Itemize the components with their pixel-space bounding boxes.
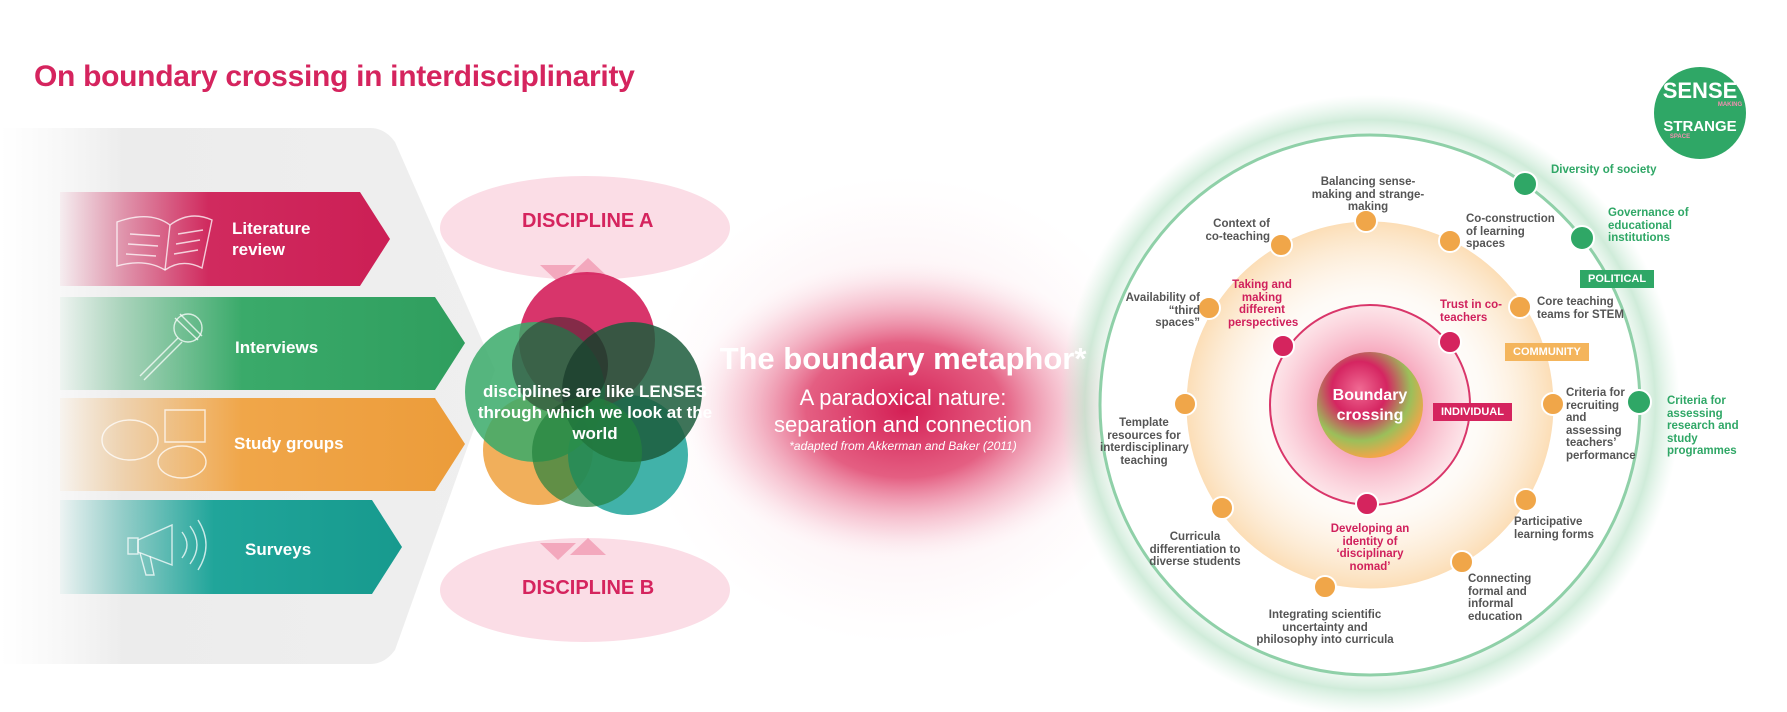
individual-dots [1271, 330, 1462, 516]
community-item: Curricula differentiation to diverse stu… [1149, 531, 1241, 568]
community-item: Balancing sense-making and strange-makin… [1311, 176, 1425, 213]
political-item: Diversity of society [1551, 164, 1657, 176]
logo-top-text: SENSE [1662, 78, 1738, 103]
metaphor-subtitle-line1: A paradoxical nature: [799, 385, 1007, 410]
lenses-text: disciplines are like LENSES through whic… [477, 382, 713, 443]
community-item: Availability of “third spaces” [1125, 292, 1200, 329]
political-item: Criteria for assessing research and stud… [1667, 395, 1739, 457]
method-label-surveys: Surveys [245, 540, 312, 559]
community-item: Template resources for interdisciplinary… [1100, 417, 1189, 467]
political-item: Governance of educational institutions [1608, 207, 1689, 244]
page-title: On boundary crossing in interdisciplinar… [34, 60, 635, 93]
individual-item: Developing an identity of ‘disciplinary … [1330, 523, 1410, 573]
arrow-down-icon [540, 543, 576, 560]
community-item: Context of co-teaching [1205, 218, 1270, 243]
community-item: Integrating scientific uncertainty and p… [1256, 609, 1394, 646]
metaphor-subtitle-line2: separation and connection [773, 412, 1033, 437]
political-dots [1512, 171, 1652, 415]
logo-bottom-text: STRANGE [1663, 118, 1737, 135]
discipline-a-label: DISCIPLINE A [522, 210, 654, 232]
metaphor-title: The boundary metaphor* [719, 341, 1087, 376]
level-badge-political: POLITICAL [1580, 270, 1655, 288]
center-line1: Boundary [1332, 387, 1408, 404]
discipline-b-label: DISCIPLINE B [522, 577, 655, 599]
microphone-icon [139, 313, 203, 381]
megaphone-icon [127, 519, 207, 576]
metaphor-subtitle: A paradoxical nature: separation and con… [740, 384, 1066, 438]
level-badge-community: COMMUNITY [1505, 343, 1589, 361]
book-icon [116, 215, 213, 271]
arrow-shape-studygroups [60, 398, 465, 491]
method-label-interviews: Interviews [235, 338, 319, 357]
lenses-venn [465, 272, 702, 515]
method-label-literature: Literature review [232, 219, 311, 259]
arrow-shape-interviews [60, 297, 465, 390]
arrow-up-icon [570, 258, 606, 275]
community-item: Criteria for recruiting and assessing te… [1566, 387, 1636, 462]
community-item: Co-construction of learning spaces [1466, 213, 1555, 250]
center-label: Boundary crossing [1320, 386, 1420, 426]
logo-small-text: SPACE [1669, 134, 1691, 140]
center-line2: crossing [1336, 407, 1404, 424]
individual-item: Taking and making different perspectives [1228, 279, 1299, 329]
metaphor-blob [685, 260, 1125, 560]
speech-bubbles-icon [101, 409, 207, 479]
sense-strange-logo [1654, 67, 1746, 159]
arrow-shape-surveys [60, 500, 402, 594]
discipline-b-shape [440, 538, 730, 642]
community-item: Core teaching teams for STEM [1537, 296, 1624, 321]
logo-mid-text: MAKING [1717, 102, 1743, 108]
community-dots [1173, 209, 1565, 599]
community-item: Connecting formal and informal education [1468, 573, 1532, 623]
metaphor-note: *adapted from Akkerman and Baker (2011) [789, 439, 1017, 453]
individual-item: Trust in co-teachers [1440, 299, 1502, 324]
discipline-a-shape [440, 176, 730, 280]
arrow-up-icon [570, 538, 606, 555]
arrow-down-icon [540, 265, 576, 282]
level-badge-individual: INDIVIDUAL [1433, 403, 1512, 421]
community-item: Participative learning forms [1514, 516, 1594, 541]
method-label-studygroups: Study groups [234, 434, 344, 453]
boundary-rings [1060, 95, 1680, 712]
